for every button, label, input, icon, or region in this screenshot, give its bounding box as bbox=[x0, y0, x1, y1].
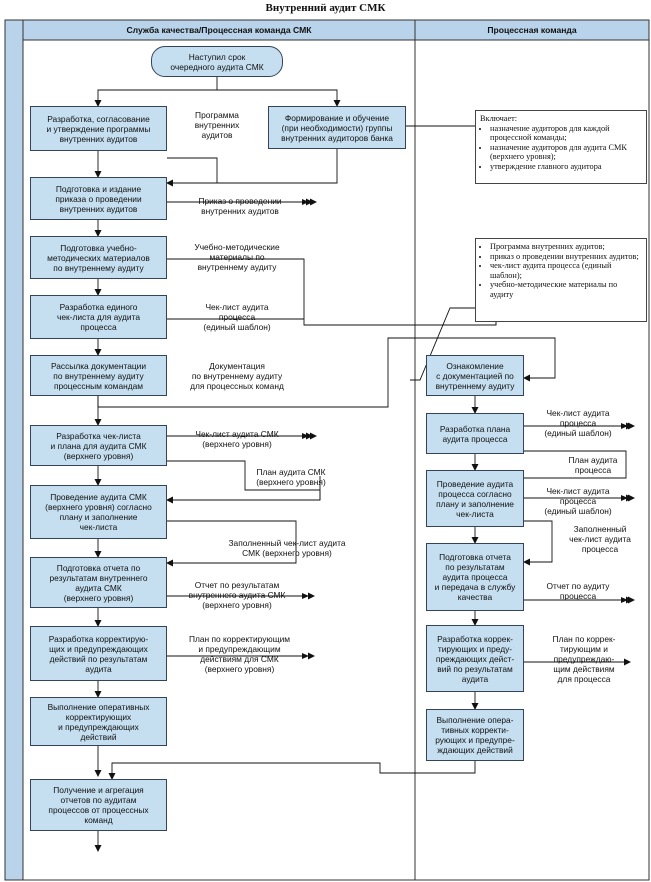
note1-item: назначение аудиторов для каждой процессн… bbox=[490, 124, 642, 143]
box-report-aggregation: Получение и агрегация отчетов по аудитам… bbox=[30, 779, 167, 831]
note1-item: назначение аудиторов для аудита СМК (вер… bbox=[490, 143, 642, 162]
label-plan-top: План аудита СМК (верхнего уровня) bbox=[256, 467, 326, 487]
label-materials: Учебно-методические материалы по внутрен… bbox=[194, 242, 280, 272]
lane-header-bar bbox=[22, 19, 650, 41]
note-auditor-assignment: Включает: назначение аудиторов для каждо… bbox=[475, 110, 647, 184]
label-report-top: Отчет по результатам внутреннего аудита … bbox=[188, 580, 286, 610]
label-r-checklist-1: Чек-лист аудита процесса (единый шаблон) bbox=[544, 408, 612, 438]
label-r-checklist-2: Чек-лист аудита процесса (единый шаблон) bbox=[544, 486, 612, 516]
note2-item: Программа внутренних аудитов; bbox=[490, 242, 642, 252]
box-auditor-group: Формирование и обучение (при необходимос… bbox=[268, 106, 406, 149]
box-top-audit-conduct: Проведение аудита СМК (верхнего уровня) … bbox=[30, 485, 167, 539]
note1-intro: Включает: bbox=[480, 114, 518, 123]
lane-header-right: Процессная команда bbox=[487, 25, 577, 35]
note2-item: чек-лист аудита процесса (единый шаблон)… bbox=[490, 261, 642, 280]
label-r-filled: Заполненный чек-лист аудита процесса bbox=[569, 524, 631, 554]
box-process-plan: Разработка плана аудита процесса bbox=[426, 413, 524, 454]
label-r-report: Отчет по аудиту процесса bbox=[546, 581, 610, 601]
box-program-development: Разработка, согласование и утверждение п… bbox=[30, 106, 167, 151]
box-top-report: Подготовка отчета по результатам внутрен… bbox=[30, 557, 167, 608]
lane-header-left: Служба качества/Процессная команда СМК bbox=[126, 25, 312, 35]
box-process-corrective: Разработка коррек- тирующих и преду- пре… bbox=[426, 625, 524, 692]
box-doc-review: Ознакомление с документацией по внутренн… bbox=[426, 355, 524, 396]
diagram-title: Внутренний аудит СМК bbox=[265, 2, 386, 14]
note1-item: утверждение главного аудитора bbox=[490, 162, 642, 172]
box-training-materials: Подготовка учебно- методических материал… bbox=[30, 236, 167, 279]
label-filled-top: Заполненный чек-лист аудита СМК (верхнег… bbox=[228, 538, 346, 558]
box-top-corrective: Разработка корректирую- щих и предупрежд… bbox=[30, 626, 167, 681]
label-r-cap-plan: План по коррек- тирующим и предупреждаю-… bbox=[552, 634, 616, 684]
label-cap-plan-top: План по корректирующим и предупреждающим… bbox=[188, 634, 291, 674]
label-checklist-single: Чек-лист аудита процесса (единый шаблон) bbox=[203, 302, 271, 332]
box-single-checklist: Разработка единого чек-листа для аудита … bbox=[30, 295, 167, 339]
box-top-checklist-plan: Разработка чек-листа и плана для аудита … bbox=[30, 425, 167, 466]
box-order-issue: Подготовка и издание приказа о проведени… bbox=[30, 177, 167, 220]
box-process-report: Подготовка отчета по результатам аудита … bbox=[426, 543, 524, 611]
lane-side-strip bbox=[4, 19, 24, 881]
label-r-plan: План аудита процесса bbox=[568, 455, 618, 475]
box-process-audit: Проведение аудита процесса согласно план… bbox=[426, 470, 524, 527]
box-top-corrective-exec: Выполнение оперативных корректирующих и … bbox=[30, 697, 167, 746]
start-event: Наступил срок очередного аудита СМК bbox=[151, 46, 283, 77]
label-order: Приказ о проведении внутренних аудитов bbox=[198, 196, 282, 216]
note-documentation-set: Программа внутренних аудитов; приказ о п… bbox=[475, 238, 647, 322]
label-documentation: Документация по внутреннему аудиту для п… bbox=[190, 361, 284, 391]
label-checklist-top: Чек-лист аудита СМК (верхнего уровня) bbox=[195, 429, 279, 449]
label-program: Программа внутренних аудитов bbox=[194, 110, 240, 140]
note2-item: учебно-методические материалы по аудиту bbox=[490, 280, 642, 299]
note2-item: приказ о проведении внутренних аудитов; bbox=[490, 252, 642, 262]
box-doc-distribution: Рассылка документации по внутреннему ауд… bbox=[30, 355, 167, 396]
box-process-corrective-exec: Выполнение опера- тивных корректи- рующи… bbox=[426, 709, 524, 761]
